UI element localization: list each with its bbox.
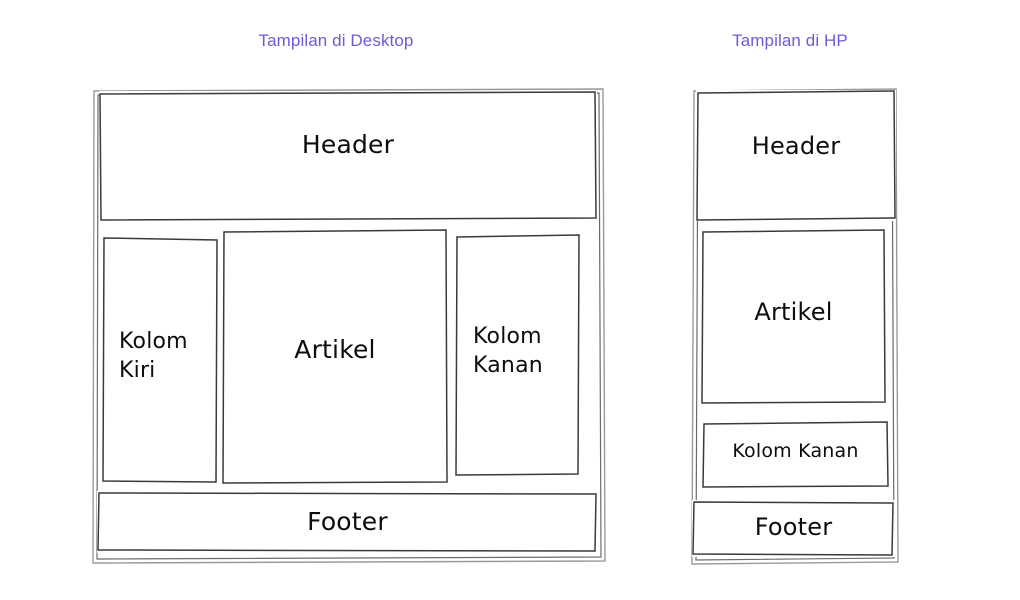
desktop-block-header[interactable]: Header bbox=[99, 91, 597, 221]
hp-block-kolom-kanan-label: Kolom Kanan bbox=[732, 440, 859, 462]
desktop-block-kolom-kanan[interactable]: Kolom Kanan bbox=[455, 234, 581, 476]
desktop-block-kolom-kiri-label: Kolom Kiri bbox=[119, 329, 188, 383]
desktop-block-kolom-kiri[interactable]: Kolom Kiri bbox=[102, 236, 219, 484]
hp-block-artikel[interactable]: Artikel bbox=[701, 229, 886, 404]
desktop-block-artikel-label: Artikel bbox=[294, 335, 376, 364]
hp-block-header-label: Header bbox=[751, 132, 841, 160]
hp-block-footer-label: Footer bbox=[754, 513, 833, 541]
desktop-panel-title: Tampilan di Desktop bbox=[258, 31, 414, 50]
desktop-block-artikel[interactable]: Artikel bbox=[222, 229, 448, 484]
hp-block-kolom-kanan[interactable]: Kolom Kanan bbox=[702, 421, 889, 488]
desktop-block-footer-label: Footer bbox=[307, 507, 388, 536]
desktop-block-footer[interactable]: Footer bbox=[97, 491, 598, 553]
hp-block-header[interactable]: Header bbox=[696, 90, 896, 221]
hp-block-artikel-label: Artikel bbox=[754, 298, 833, 326]
hp-panel-title: Tampilan di HP bbox=[732, 31, 848, 50]
hp-block-footer[interactable]: Footer bbox=[692, 500, 895, 557]
desktop-block-header-label: Header bbox=[301, 130, 395, 159]
desktop-block-kolom-kanan-label: Kolom Kanan bbox=[473, 324, 543, 378]
